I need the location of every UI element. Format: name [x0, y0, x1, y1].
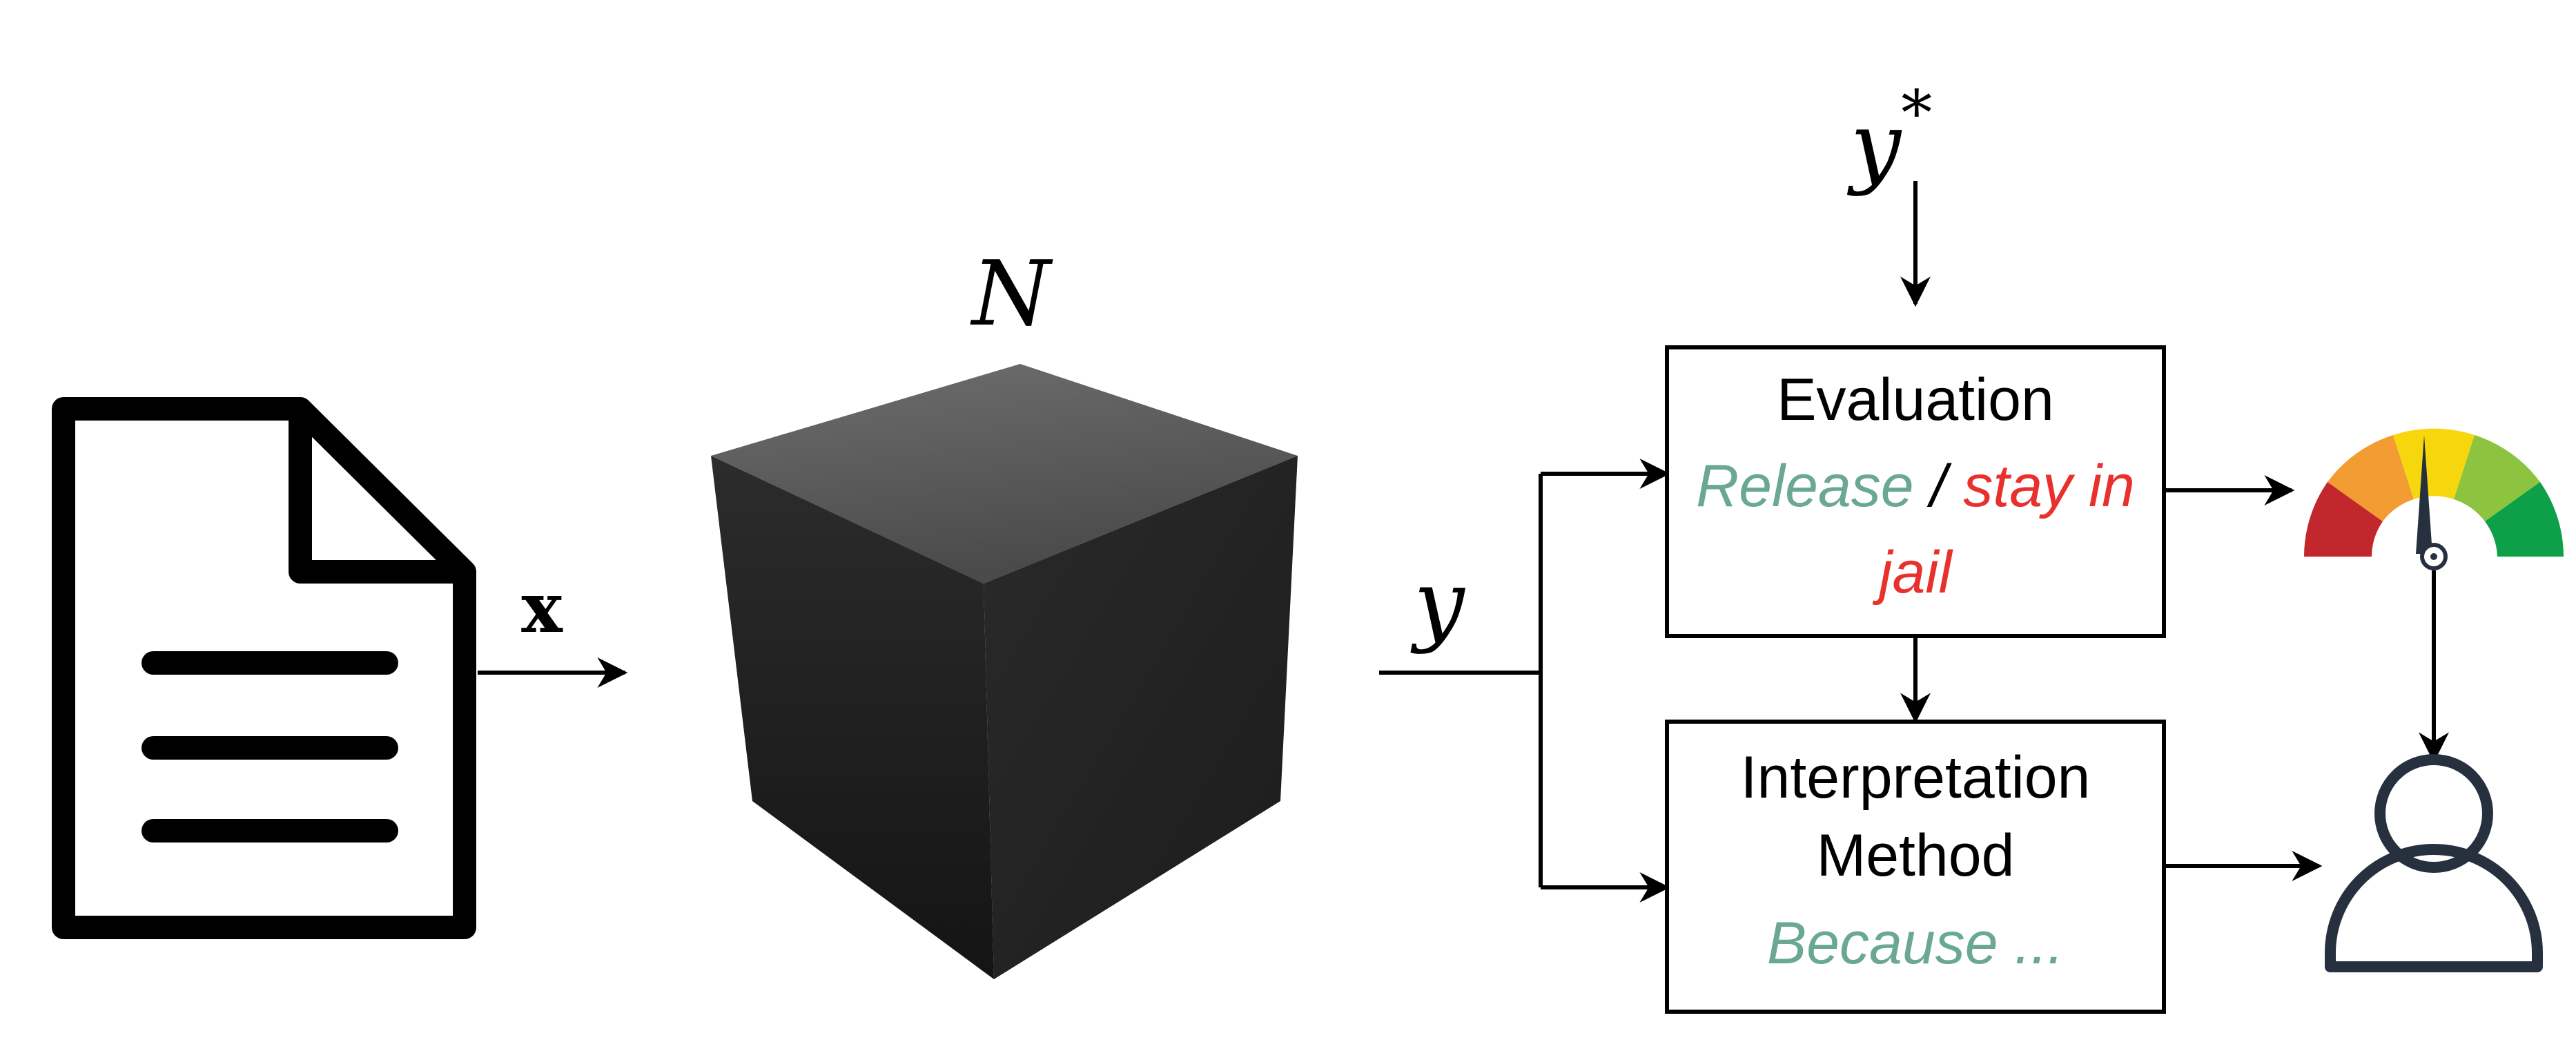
output-connector [1379, 474, 1543, 887]
interpretation-line1: Interpretation [1741, 744, 2091, 811]
ground-truth-label: y* [1847, 77, 1932, 198]
gauge-icon [2304, 428, 2564, 570]
release-text: Release [1696, 453, 1914, 519]
because-text: Because ... [1767, 910, 2064, 976]
black-box-cube-icon [711, 364, 1298, 979]
evaluation-box: Evaluation Release / stay in jail [1665, 345, 2166, 638]
evaluation-title: Evaluation [1777, 367, 2054, 433]
interpretation-line2: Method [1817, 822, 2015, 889]
network-label: N [970, 241, 1053, 346]
user-icon [2325, 754, 2543, 972]
jail-text: jail [1872, 539, 1953, 606]
document-icon [52, 397, 476, 939]
stay-text: stay in [1963, 453, 2135, 519]
evaluation-verdict: Release / stay in [1696, 453, 2135, 519]
input-label: x [521, 567, 563, 648]
output-label: y [1410, 550, 1465, 655]
interpretation-box: Interpretation Method Because ... [1665, 720, 2166, 1014]
